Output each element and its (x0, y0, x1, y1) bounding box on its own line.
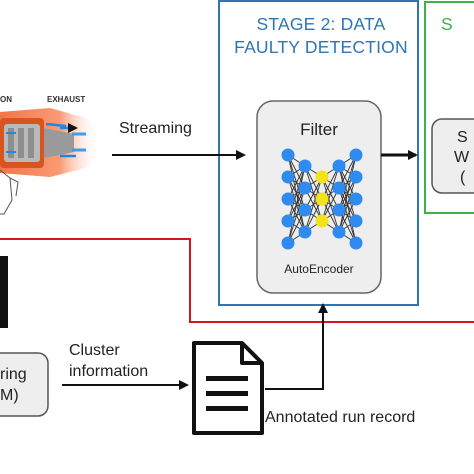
neural-network-icon (281, 148, 363, 250)
nn-connection (338, 154, 357, 233)
nn-neuron (281, 236, 295, 250)
nn-connection (287, 165, 306, 222)
cluster-label-line1: Cluster (69, 342, 120, 359)
nn-neuron (281, 192, 295, 206)
nn-neuron (349, 236, 363, 250)
stage3-box (431, 118, 474, 194)
nn-neuron (298, 203, 312, 217)
nn-neuron (332, 181, 346, 195)
black-bar (0, 256, 8, 328)
nn-bottleneck-neuron (315, 170, 329, 184)
streaming-label: Streaming (119, 120, 192, 137)
document-icon (192, 341, 264, 435)
clustering-box-line2: M) (0, 387, 19, 404)
clustering-box (0, 352, 49, 417)
stage3-box-line3: ( (460, 169, 466, 186)
nn-neuron (281, 148, 295, 162)
record-to-filter-arrow (265, 303, 328, 390)
nn-neuron (298, 159, 312, 173)
nn-connection (321, 165, 340, 222)
nn-connection (287, 165, 306, 244)
nn-neuron (332, 203, 346, 217)
nn-neuron (349, 170, 363, 184)
cluster-label-line2: information (69, 363, 149, 380)
engine-label-exhaust: EXHAUST (47, 95, 86, 104)
nn-neuron (298, 181, 312, 195)
stage2-title-line1: STAGE 2: DATA (256, 14, 386, 34)
nn-bottleneck-neuron (315, 192, 329, 206)
nn-bottleneck-neuron (315, 214, 329, 228)
nn-neuron (332, 159, 346, 173)
stage3-box-line1: S (457, 129, 468, 146)
nn-neuron (349, 192, 363, 206)
engine-label-left: ON (0, 95, 12, 104)
red-boundary-line (0, 238, 474, 323)
document-caption: Annotated run record (265, 409, 416, 426)
filter-title: Filter (300, 120, 338, 139)
nn-neuron (281, 214, 295, 228)
nn-neuron (281, 170, 295, 184)
stage2-title-line2: FAULTY DETECTION (234, 37, 408, 57)
stage3-title: S (441, 14, 453, 34)
nn-connection (304, 176, 323, 233)
autoencoder-label: AutoEncoder (284, 262, 354, 276)
nn-neuron (349, 148, 363, 162)
nn-neuron (298, 225, 312, 239)
nn-connection (338, 176, 357, 233)
nn-neuron (332, 225, 346, 239)
nn-connection (287, 187, 306, 244)
jet-engine-illustration (0, 108, 100, 215)
stage3-box-line2: W (454, 149, 470, 166)
nn-connection (338, 154, 357, 211)
nn-neuron (349, 214, 363, 228)
clustering-box-line1: ring (0, 366, 27, 383)
stage3-frame (424, 1, 474, 214)
